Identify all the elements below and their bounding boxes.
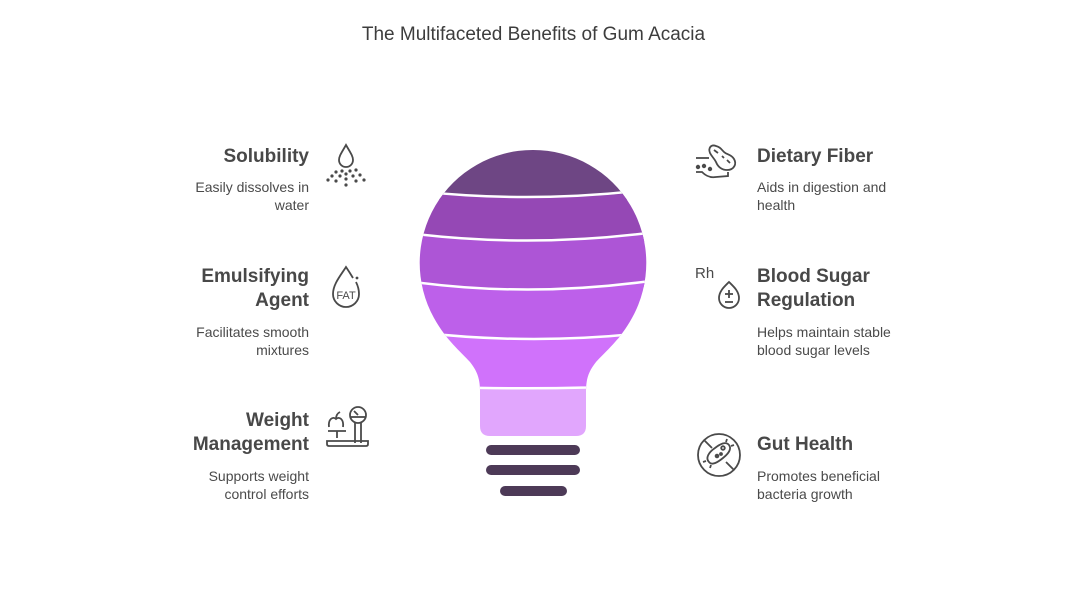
benefit-description: Supports weight control efforts [208,468,309,502]
benefit-heading: Blood Sugar Regulation [757,266,870,311]
benefit-heading: Dietary Fiber [757,146,874,167]
diagram-title: The Multifaceted Benefits of Gum Acacia [361,24,706,45]
bulb-band-2 [419,189,647,244]
benefit-gut-health: Gut Health Promotes beneficial bacteria … [757,433,957,503]
water-drop-dissolve-icon [323,142,369,188]
benefit-description: Promotes beneficial bacteria growth [757,468,880,502]
fat-drop-icon: FAT [324,264,370,310]
bulb-band-3 [419,230,647,292]
rh-label: Rh [695,265,714,282]
bulb-band-4 [419,278,647,341]
blood-drop-rh-icon: Rh [694,262,740,309]
benefit-description: Facilitates smooth mixtures [196,324,309,358]
benefit-dietary-fiber: Dietary Fiber Aids in digestion and heal… [757,145,957,214]
benefit-description: Aids in digestion and health [757,179,887,213]
benefit-emulsifying-agent: Emulsifying Agent Facilitates smooth mix… [109,265,309,359]
bulb-band-6 [419,384,647,436]
benefit-solubility: Solubility Easily dissolves in water [109,145,309,214]
benefit-blood-sugar-regulation: Blood Sugar Regulation Helps maintain st… [757,265,957,359]
benefit-heading: Gut Health [757,434,854,455]
benefit-description: Easily dissolves in water [195,179,309,213]
fat-label: FAT [336,290,356,302]
benefit-heading: Weight Management [192,410,309,455]
scale-apple-icon [324,405,370,451]
peanut-fiber-icon [694,142,740,188]
no-bacteria-icon [696,432,742,478]
benefit-heading: Solubility [223,146,310,167]
bulb-band-1 [419,149,647,200]
benefit-weight-management: Weight Management Supports weight contro… [109,409,309,503]
benefit-description: Helps maintain stable blood sugar levels [757,324,891,358]
benefit-heading: Emulsifying Agent [201,266,309,311]
